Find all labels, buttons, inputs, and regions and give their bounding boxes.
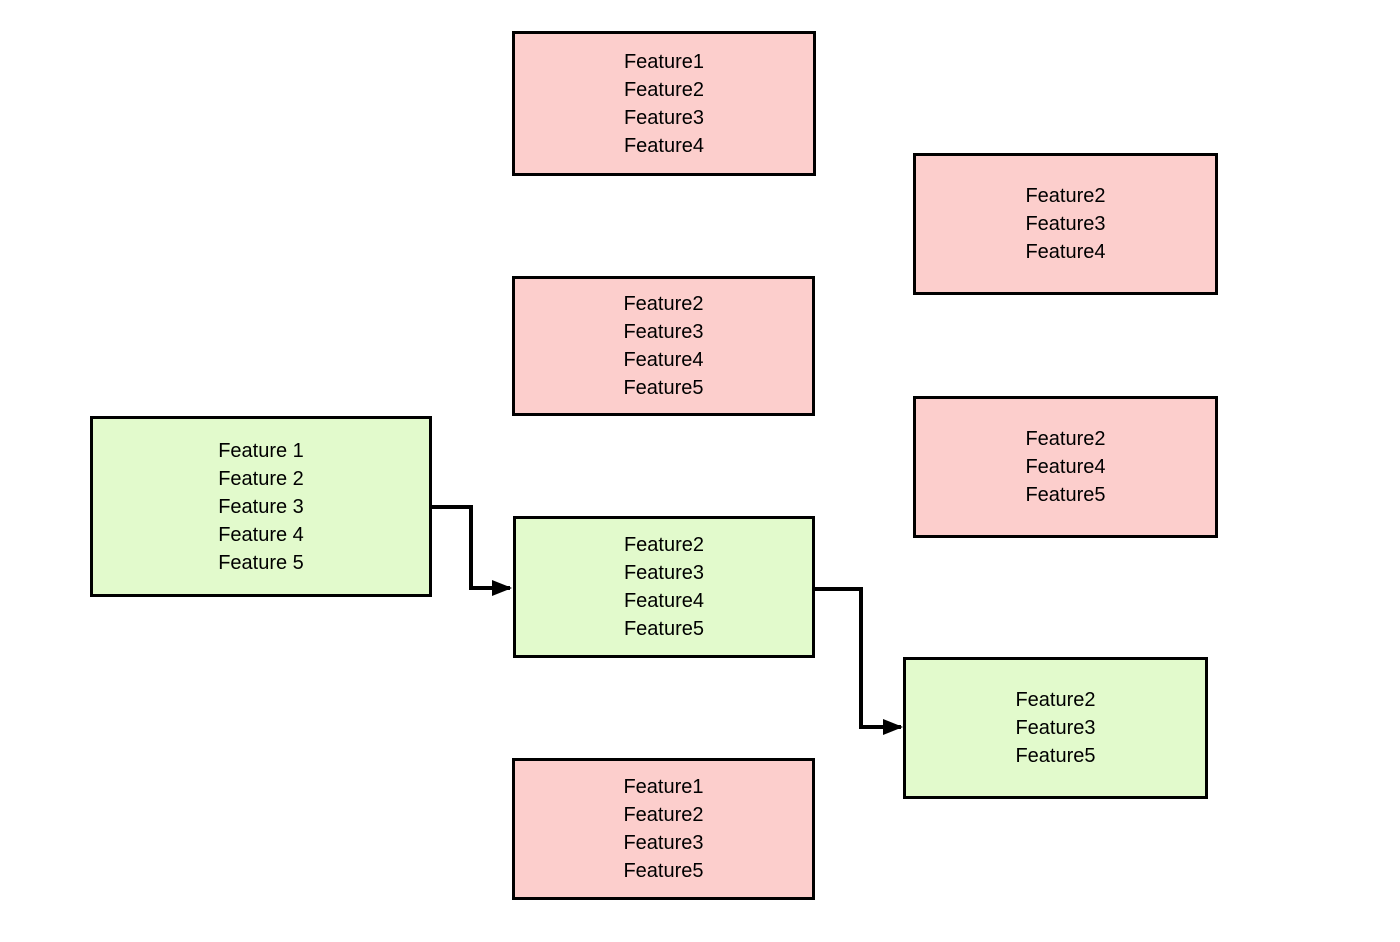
feature-line: Feature 2 [218,467,304,490]
feature-line: Feature3 [623,832,704,854]
feature-line: Feature3 [623,562,705,584]
feature-line: Feature2 [623,804,704,826]
feature-line: Feature4 [623,349,704,371]
connector-middle-green-to-lower-right-green[interactable] [815,587,903,735]
feature-line: Feature1 [623,776,704,798]
connector-left-green-to-middle-green[interactable] [432,505,512,596]
feature-line: Feature5 [1015,745,1096,767]
node-left-green-label: Feature 1 Feature 2 Feature 3 Feature 4 Feat… [218,437,304,577]
feature-line: Feature2 [623,78,705,101]
node-left-green[interactable]: Feature 1 Feature 2 Feature 3 Feature 4 Feat… [90,416,432,597]
feature-line: Feature5 [623,618,705,640]
feature-line: Feature 5 [218,551,304,574]
feature-line: Feature2 [1025,185,1106,207]
feature-line: Feature5 [623,860,704,882]
feature-line: Feature 4 [218,523,304,546]
feature-line: Feature3 [1025,213,1106,235]
feature-line: Feature5 [1025,484,1106,506]
feature-line: Feature5 [623,377,704,399]
feature-line: Feature2 [1025,428,1106,450]
feature-line: Feature4 [1025,456,1106,478]
feature-line: Feature2 [623,534,705,556]
feature-line: Feature3 [623,321,704,343]
feature-line: Feature3 [1015,717,1096,739]
feature-line: Feature2 [623,293,704,315]
feature-line: Feature4 [623,134,705,157]
feature-line: Feature4 [623,590,705,612]
feature-line: Feature1 [623,50,705,73]
feature-line: Feature3 [623,106,705,129]
feature-line: Feature2 [1015,689,1096,711]
feature-line: Feature 3 [218,495,304,518]
feature-line: Feature 1 [218,439,304,462]
feature-line: Feature4 [1025,241,1106,263]
